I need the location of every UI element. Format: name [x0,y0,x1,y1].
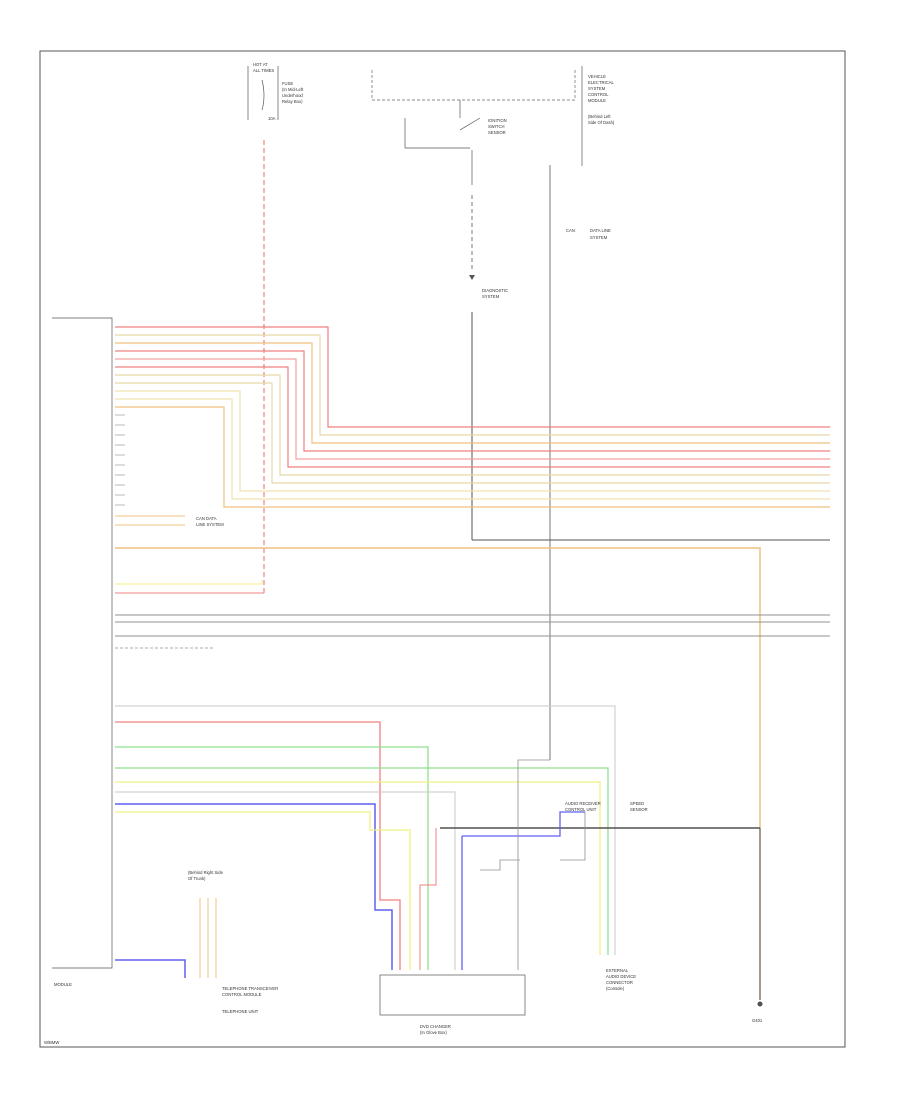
label-corner: W/BMW [44,1040,59,1045]
dvd-changer: DVD CHANGER (In Glove Box) [379,974,526,1035]
label-vehicle: VEHICLE [588,74,606,79]
label-fuse-loc3: Relay Box) [282,99,303,104]
can-bus-wires [115,614,830,649]
upper-wire-bundle [115,326,830,508]
lower-wires [115,705,760,970]
control-module-box: VEHICLE ELECTRICAL SYSTEM CONTROL MODULE… [371,66,615,166]
external-connector: EXTERNAL AUDIO DEVICE CONNECTOR (Console… [599,920,636,991]
label-trunk: Of Trunk) [188,876,206,881]
label-console: (Console) [606,986,625,991]
label-audio-receiver: AUDIO RECEIVER [565,801,601,806]
label-fuse-loc1: (In Mid-Left [282,87,304,92]
label-connector: CONNECTOR [606,980,633,985]
top-vertical-wires: DIAGNOSTIC SYSTEM CAN DATA LINE SYSTEM [469,150,830,760]
label-telephone-transceiver: TELEPHONE TRANSCEIVER [222,986,278,991]
label-telephone-unit: TELEPHONE UNIT [222,1009,259,1014]
label-can: CAN [566,228,575,233]
label-data-line: DATA LINE [590,228,611,233]
label-external: EXTERNAL [606,968,629,973]
label-speed: SPEED [630,801,644,806]
label-control: CONTROL [588,92,609,97]
sensor-labels: AUDIO RECEIVER CONTROL UNIT SPEED SENSOR [565,801,648,812]
left-module: MODULE [52,317,113,987]
label-module: MODULE [588,98,606,103]
label-can-data: CAN DATA [196,516,217,521]
label-sensor: SENSOR [488,130,506,135]
stub-wires: CAN DATA LINE SYSTEM [115,515,224,527]
label-behind-right: (Behind Right Side [188,870,224,875]
label-all-times: ALL TIMES [253,68,274,73]
label-control-unit: CONTROL UNIT [565,807,597,812]
label-fuse: FUSE [282,81,293,86]
label-system: SYSTEM [588,86,606,91]
pin-ticks [115,414,125,506]
label-audio-device: AUDIO DEVICE [606,974,636,979]
label-line-system: LINE SYSTEM [196,522,224,527]
label-switch: SWITCH [488,124,505,129]
label-speed-sensor: SENSOR [630,807,648,812]
label-hot-at: HOT AT [253,62,268,67]
fuse-block: HOT AT ALL TIMES FUSE (In Mid-Left Under… [247,62,304,121]
label-ignition: IGNITION [488,118,507,123]
label-glove-box: (In Glove Box) [420,1030,447,1035]
label-ground: G401 [752,1018,763,1023]
label-fuse-loc2: Underhood [282,93,303,98]
label-behind-left: (Behind Left [588,114,611,119]
telephone-module: (Behind Right Side Of Trunk) TELEPHONE T… [115,870,278,1014]
label-electrical: ELECTRICAL [588,80,615,85]
diagram-frame [39,50,846,1048]
ground-right: G401 [752,828,763,1023]
yellow-loop [115,580,263,585]
label-diag-system: SYSTEM [482,294,500,299]
label-left-module: MODULE [54,982,72,987]
label-tel-control-module: CONTROL MODULE [222,992,262,997]
label-fuse-amp: 10A [268,116,276,121]
label-side-dash: Side Of Dash) [588,120,615,125]
label-dvd-changer: DVD CHANGER [420,1024,451,1029]
label-diagnostic: DIAGNOSTIC [482,288,508,293]
orange-feed-wire [115,547,761,1000]
label-can-system: SYSTEM [590,235,608,240]
